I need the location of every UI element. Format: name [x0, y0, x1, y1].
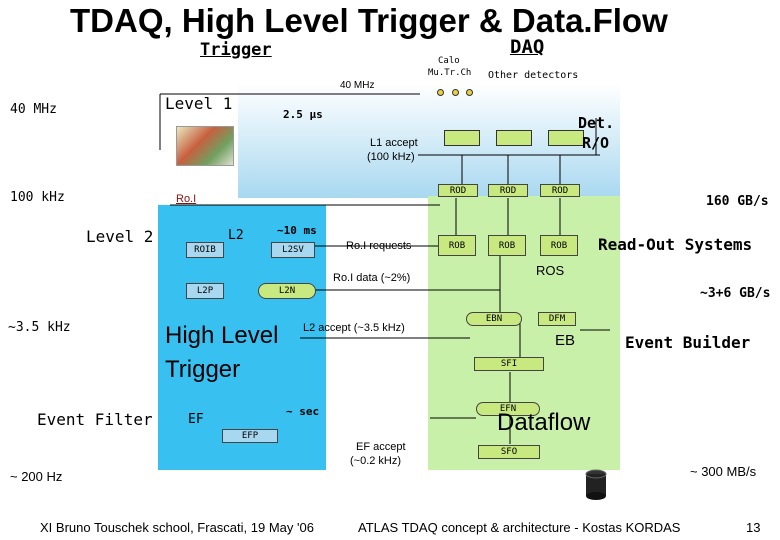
rod-3: ROD — [540, 184, 580, 197]
ef-tag: EF — [188, 412, 204, 427]
calo-label: Calo — [438, 56, 460, 66]
dataflow-label: Dataflow — [497, 409, 591, 436]
rob-3: ROB — [540, 235, 578, 256]
other-detectors-label: Other detectors — [488, 70, 579, 81]
detector-point-1 — [437, 89, 444, 96]
l2p-box: L2P — [186, 283, 224, 299]
rod-2: ROD — [488, 184, 528, 197]
sfi-box: SFI — [474, 357, 544, 371]
ros-label: ROS — [536, 263, 565, 278]
page-number: 13 — [746, 520, 761, 535]
efn-box: EFN — [476, 402, 540, 416]
roib-box: ROIB — [186, 242, 224, 258]
rate-40mhz: 40 MHz — [10, 102, 57, 117]
level1-latency: 2.5 μs — [283, 108, 323, 121]
l1-accept: L1 accept — [370, 137, 418, 149]
roi-requests: Ro.I requests — [346, 240, 412, 252]
detector-point-3 — [466, 89, 473, 96]
rod-1: ROD — [438, 184, 478, 197]
event-filter-label: Event Filter — [37, 410, 153, 429]
event-builder-label: Event Builder — [625, 333, 751, 352]
detector-point-2 — [452, 89, 459, 96]
l2-tag: L2 — [228, 228, 244, 243]
roi-data: Ro.I data (~2%) — [333, 272, 411, 284]
rate-3-5khz: ~3.5 kHz — [8, 320, 71, 335]
ef-bandwidth: ~ 300 MB/s — [690, 464, 757, 479]
ebn-box: EBN — [466, 312, 522, 326]
level2-label: Level 2 — [86, 227, 154, 246]
read-out-systems-label: Read-Out Systems — [598, 235, 753, 254]
det-ro-line2: R/O — [582, 134, 610, 152]
ef-accept-rate: (~0.2 kHz) — [350, 455, 402, 467]
roi-label: Ro.I — [176, 193, 197, 205]
rob-2: ROB — [488, 235, 526, 256]
hlt-line1: High Level — [165, 322, 279, 349]
l1-accept-rate: (100 kHz) — [367, 151, 415, 163]
level1-label: Level 1 — [165, 94, 233, 113]
frontend-chip-2 — [496, 130, 532, 146]
l2n-box: L2N — [258, 283, 316, 299]
sfo-box: SFO — [478, 445, 540, 459]
l2-latency: ~10 ms — [277, 224, 317, 237]
storage-icon — [585, 469, 607, 500]
rate-100khz: 100 kHz — [10, 190, 65, 205]
footer-right: ATLAS TDAQ concept & architecture - Kost… — [358, 520, 681, 535]
ef-latency: ~ sec — [286, 405, 320, 418]
footer-left: XI Bruno Touschek school, Frascati, 19 M… — [40, 520, 314, 535]
ros-bandwidth: 160 GB/s — [706, 194, 769, 209]
eb-bandwidth: ~3+6 GB/s — [700, 286, 771, 301]
rob-1: ROB — [438, 235, 476, 256]
mutrch-label: Mu.Tr.Ch — [428, 68, 472, 78]
clock-rate: 40 MHz — [340, 80, 375, 91]
frontend-chip-3 — [548, 130, 584, 146]
rate-200hz: ~ 200 Hz — [10, 469, 63, 484]
slide-title: TDAQ, High Level Trigger & Data.Flow — [70, 2, 668, 39]
level1-trigger-picture — [176, 126, 234, 166]
trigger-column-label: Trigger — [200, 40, 272, 60]
hlt-line2: Trigger — [165, 356, 241, 383]
ef-accept: EF accept — [356, 441, 406, 453]
l2-accept: L2 accept (~3.5 kHz) — [303, 322, 405, 334]
det-ro-line1: Det. — [578, 114, 615, 132]
frontend-chip-1 — [444, 130, 480, 146]
dfm-box: DFM — [538, 312, 576, 326]
l2sv-box: L2SV — [271, 242, 315, 258]
daq-column-label: DAQ — [510, 36, 545, 58]
efp-box: EFP — [222, 429, 278, 443]
eb-label: EB — [555, 332, 576, 349]
